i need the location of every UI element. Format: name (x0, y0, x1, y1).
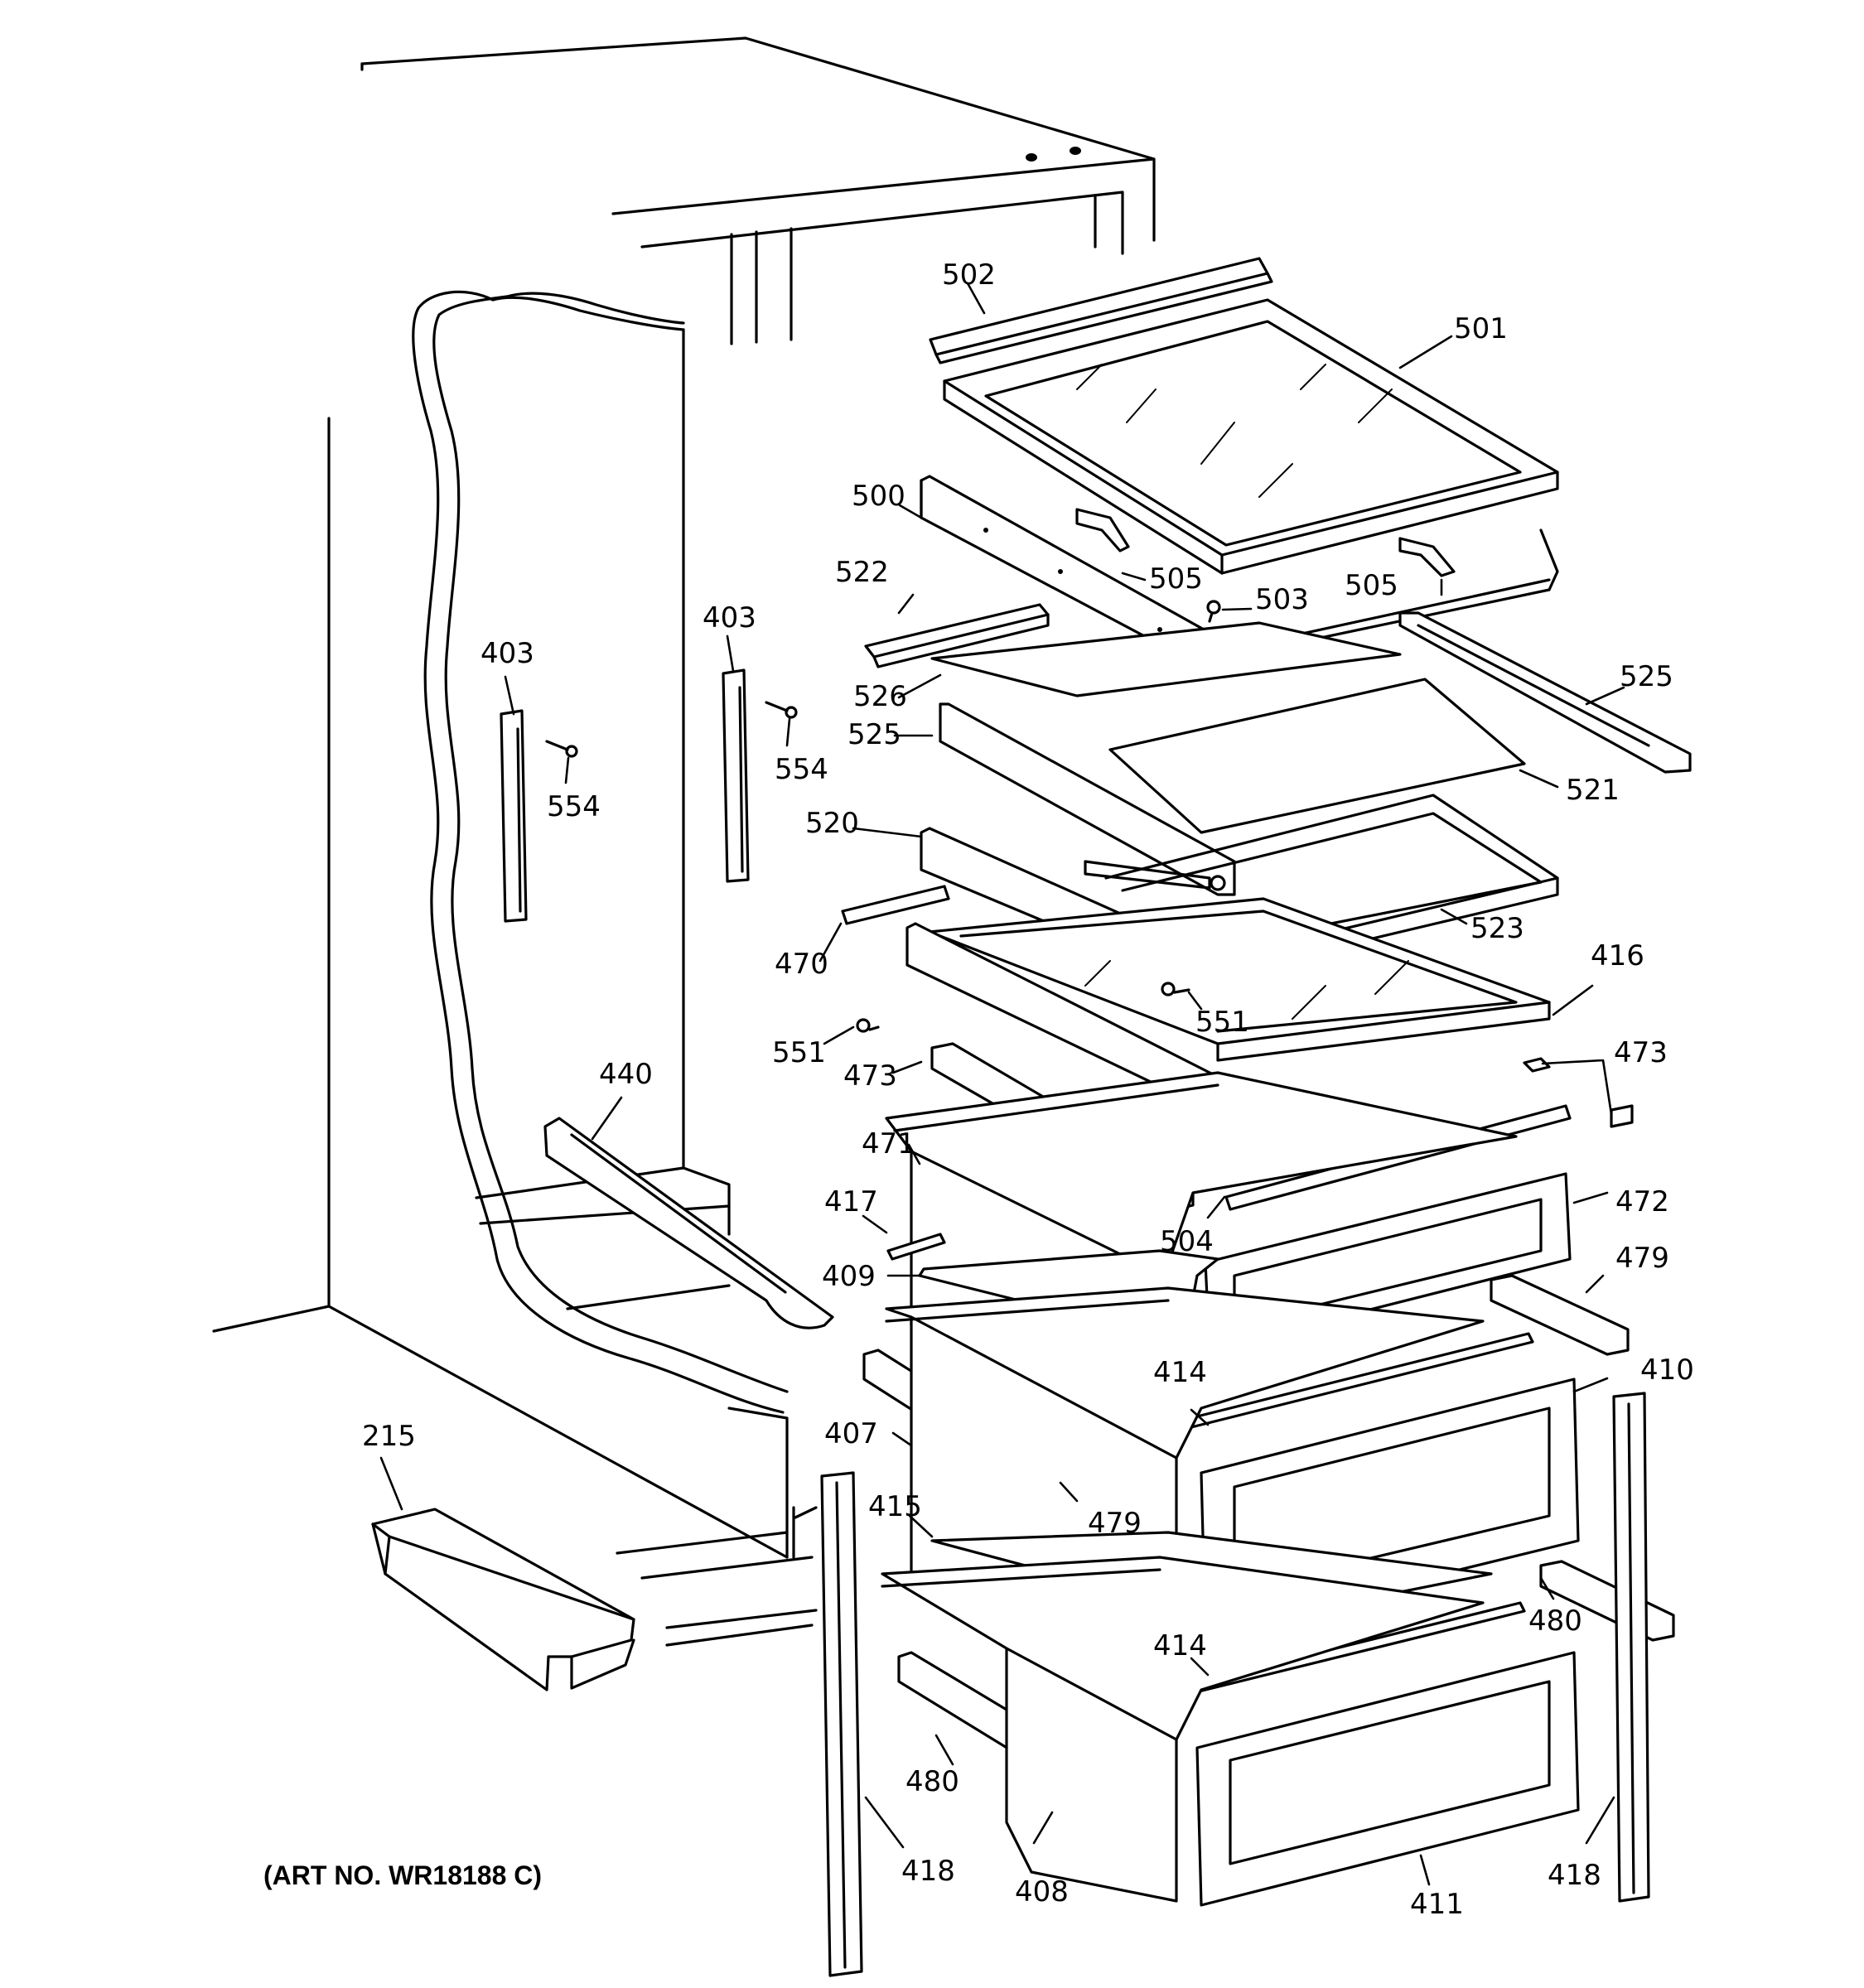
label-525: 525 (847, 718, 901, 751)
label-505: 505 (1345, 569, 1398, 602)
label-551: 551 (1195, 1006, 1249, 1039)
drawer-front-411 (1195, 1651, 1580, 1907)
shelf-strip-502 (929, 257, 1273, 364)
label-551: 551 (772, 1036, 826, 1069)
screw-554 (545, 701, 798, 758)
label-503: 503 (1255, 583, 1309, 616)
label-417: 417 (824, 1185, 878, 1218)
label-480: 480 (1528, 1604, 1582, 1638)
label-471: 471 (862, 1127, 915, 1160)
label-411: 411 (1410, 1888, 1464, 1921)
label-414: 414 (1153, 1356, 1207, 1389)
label-403: 403 (703, 601, 756, 635)
rail-418-left (820, 1471, 863, 1977)
glass-526 (930, 621, 1402, 697)
label-408: 408 (1015, 1875, 1069, 1908)
label-520: 520 (805, 807, 859, 840)
label-414: 414 (1153, 1629, 1207, 1662)
strip-470 (841, 885, 950, 925)
rail-403-right (722, 668, 750, 883)
label-500: 500 (852, 480, 905, 513)
label-554: 554 (775, 753, 828, 786)
label-418: 418 (1548, 1859, 1601, 1892)
trim-440 (543, 1117, 834, 1329)
label-410: 410 (1640, 1353, 1694, 1387)
label-472: 472 (1615, 1185, 1669, 1218)
label-473: 473 (1614, 1036, 1668, 1069)
label-473: 473 (843, 1059, 897, 1093)
label-502: 502 (942, 258, 996, 292)
label-418: 418 (901, 1855, 955, 1888)
leader-lines (379, 282, 1625, 1886)
rail-418-right (1612, 1392, 1650, 1903)
rail-525-left (939, 702, 1236, 896)
label-504: 504 (1160, 1225, 1214, 1258)
label-416: 416 (1591, 939, 1644, 972)
label-522: 522 (835, 556, 889, 589)
label-470: 470 (775, 948, 828, 981)
screw-503 (1206, 600, 1221, 623)
screw-551 (856, 982, 1190, 1033)
label-415: 415 (868, 1490, 922, 1523)
label-479: 479 (1615, 1242, 1669, 1275)
label-215: 215 (362, 1420, 416, 1453)
slide-479-right (1490, 1274, 1630, 1356)
cabinet-outline (212, 36, 1156, 1647)
label-523: 523 (1470, 912, 1524, 945)
rail-403-left (500, 709, 528, 923)
label-479: 479 (1088, 1507, 1142, 1540)
label-403: 403 (480, 637, 534, 670)
label-525: 525 (1620, 660, 1673, 693)
label-480: 480 (905, 1765, 959, 1798)
shelf-416-glass (928, 897, 1551, 1062)
pan-408 (881, 1556, 1485, 1903)
clip-505 (1075, 508, 1456, 577)
shelf-501-glass (943, 298, 1559, 575)
label-501: 501 (1454, 312, 1508, 345)
label-505: 505 (1149, 562, 1203, 596)
label-409: 409 (822, 1260, 876, 1293)
glass-521 (1108, 678, 1526, 834)
clip-473 (1523, 1057, 1634, 1128)
door-gasket (412, 290, 789, 1414)
label-554: 554 (547, 790, 601, 823)
strip-522 (864, 603, 1050, 668)
label-407: 407 (824, 1417, 878, 1450)
bin-215 (371, 1508, 635, 1691)
part-labels: 502 501 500 505 505 522 503 525 526 525 … (362, 258, 1694, 1921)
label-440: 440 (599, 1058, 653, 1091)
art-number: (ART NO. WR18188 C) (263, 1860, 542, 1890)
label-526: 526 (853, 680, 907, 713)
rail-525-right (1398, 611, 1692, 774)
label-521: 521 (1566, 774, 1620, 807)
strip-417 (886, 1233, 946, 1261)
